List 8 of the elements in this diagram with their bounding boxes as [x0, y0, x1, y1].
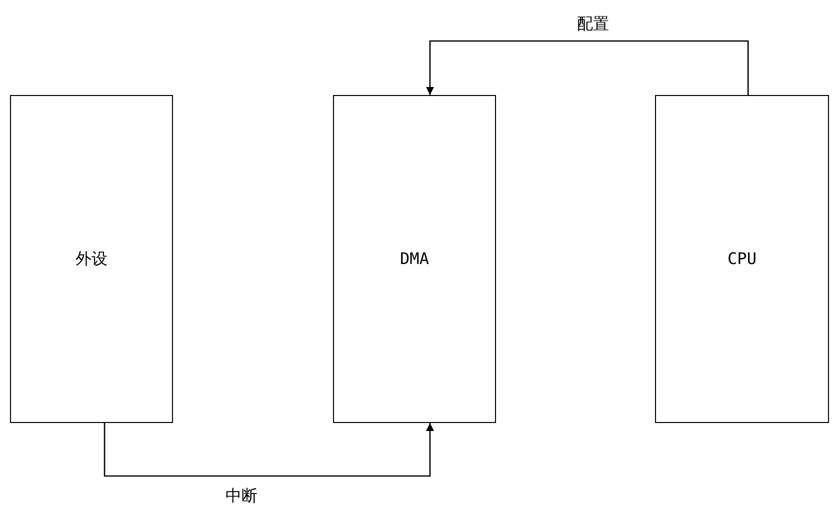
box-label: DMA: [400, 248, 429, 270]
process-box: [655, 95, 829, 423]
connector-arrow: [426, 40, 749, 95]
process-box: [333, 95, 496, 423]
box-label: CPU: [728, 248, 756, 270]
process-box: [10, 95, 173, 423]
connector-arrow: [104, 423, 434, 477]
box-label: 外设: [76, 248, 108, 270]
